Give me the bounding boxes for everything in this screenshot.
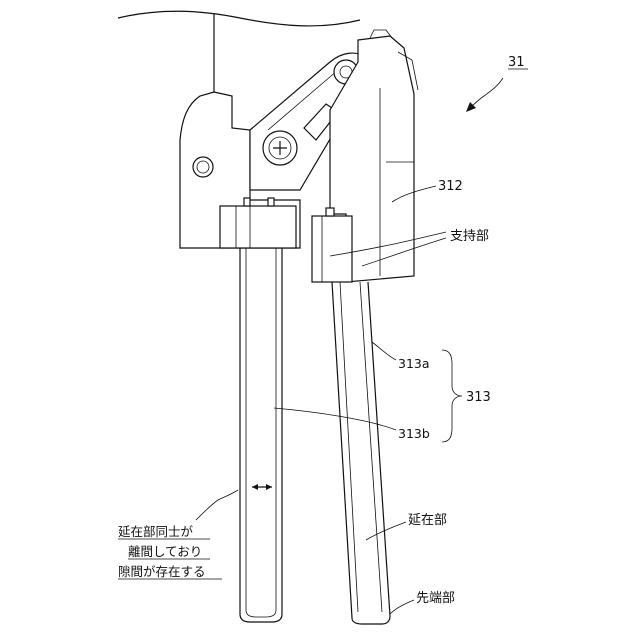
screw-hole bbox=[193, 157, 213, 177]
gap-note: 延在部同士が 離間しており 隙間が存在する bbox=[118, 524, 222, 579]
left-rod bbox=[240, 248, 282, 622]
label-313a: 313a bbox=[398, 356, 430, 371]
label-tip: 先端部 bbox=[416, 591, 455, 606]
label-313: 313 bbox=[466, 390, 491, 405]
ref-31-arrow bbox=[468, 78, 503, 110]
label-support: 支持部 bbox=[450, 229, 489, 244]
gap-arrow bbox=[252, 484, 272, 490]
svg-text:延在部同士が: 延在部同士が bbox=[118, 524, 194, 539]
leader-313a bbox=[372, 342, 396, 360]
ref-31-label: 31 bbox=[508, 55, 525, 70]
top-cut-line bbox=[118, 11, 360, 26]
leader-note bbox=[196, 490, 238, 520]
label-313b: 313b bbox=[398, 426, 430, 441]
right-rod bbox=[332, 282, 390, 624]
support-block bbox=[312, 208, 352, 282]
svg-text:隙間が存在する: 隙間が存在する bbox=[118, 564, 206, 579]
brace-313 bbox=[442, 350, 462, 442]
label-extension: 延在部 bbox=[408, 513, 447, 528]
label-312: 312 bbox=[438, 179, 463, 194]
leader-extension bbox=[366, 522, 406, 540]
left-clamp bbox=[220, 198, 296, 248]
leader-tip bbox=[390, 600, 414, 614]
svg-text:離間しており: 離間しており bbox=[128, 544, 202, 559]
